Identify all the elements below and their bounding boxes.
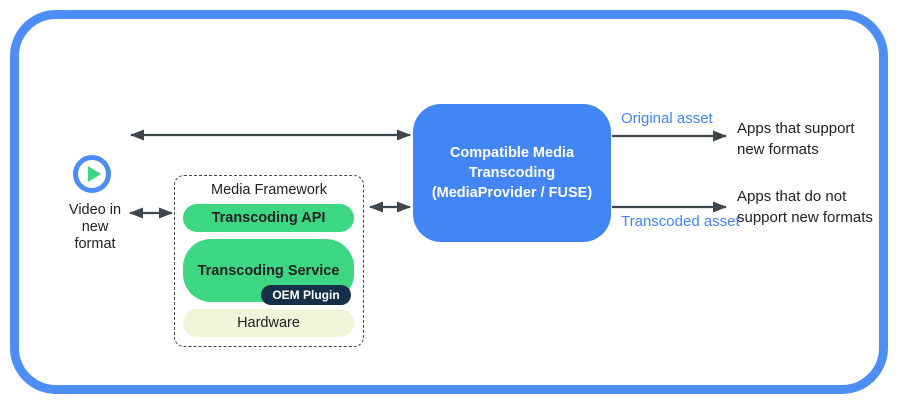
compatible-media-transcoding-box: Compatible Media Transcoding (MediaProvi… <box>413 104 611 242</box>
transcoding-service-label: Transcoding Service <box>197 262 340 279</box>
transcoding-api-pill: Transcoding API <box>183 204 354 232</box>
diagram-outer-frame <box>10 10 888 394</box>
media-framework-title: Media Framework <box>210 182 328 198</box>
video-source-label: Video in new format <box>68 202 122 252</box>
transcoding-service-pill: Transcoding Service OEM Plugin <box>183 239 354 305</box>
play-triangle-icon <box>87 166 101 182</box>
play-icon <box>73 155 111 193</box>
transcoded-asset-label: Transcoded asset <box>621 213 740 230</box>
media-framework-box: Media Framework Transcoding API Transcod… <box>174 175 364 347</box>
original-asset-label: Original asset <box>621 110 713 127</box>
apps-no-support-label: Apps that do not support new formats <box>737 188 873 226</box>
oem-plugin-pill: OEM Plugin <box>261 285 351 305</box>
hardware-pill: Hardware <box>183 309 354 337</box>
apps-support-label: Apps that support new formats <box>737 120 855 158</box>
